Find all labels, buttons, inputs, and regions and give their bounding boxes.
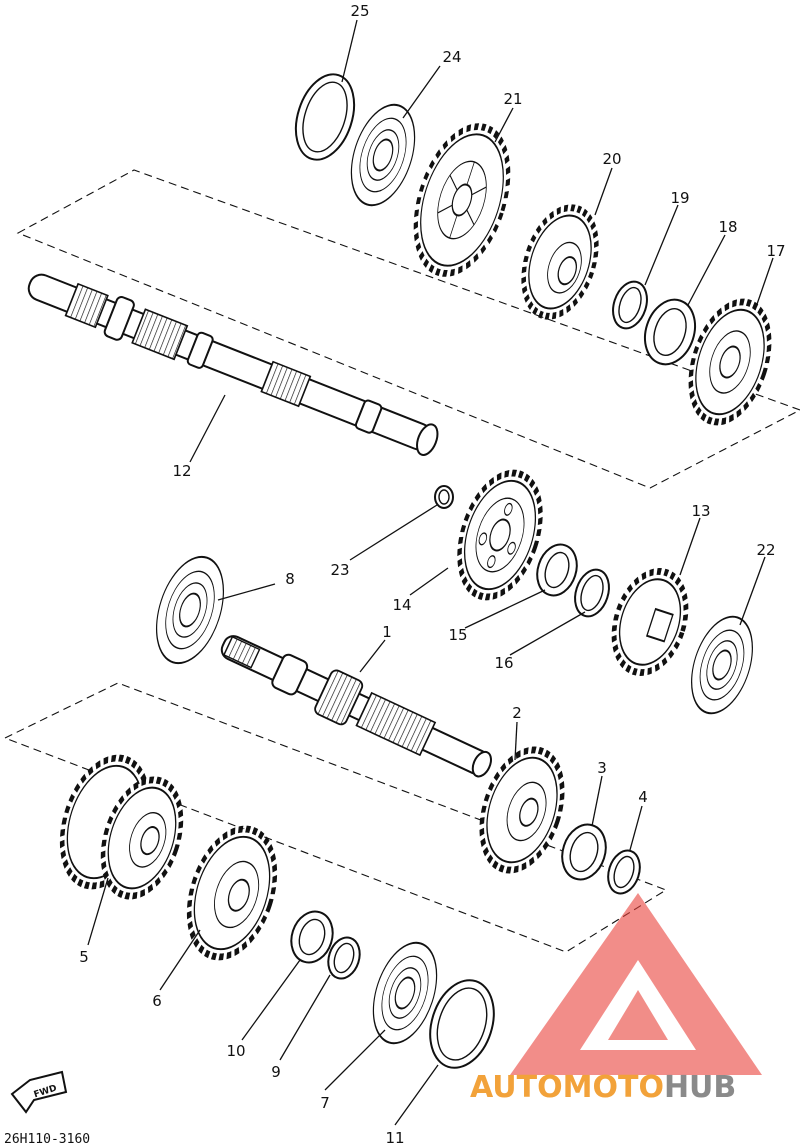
label-22: 22 [756, 541, 775, 559]
label-12: 12 [172, 462, 191, 480]
drawing-code: 26H110-3160 [4, 1132, 90, 1147]
label-18: 18 [718, 218, 737, 236]
washer-3 [561, 823, 607, 881]
label-17: 17 [766, 242, 785, 260]
circlip-16 [574, 568, 610, 618]
collar-23 [434, 485, 454, 509]
label-5: 5 [79, 948, 89, 966]
bearing-22 [691, 615, 753, 715]
label-23: 23 [330, 561, 349, 579]
circlip-9 [327, 936, 361, 980]
label-11: 11 [385, 1129, 404, 1147]
washer-15 [536, 543, 578, 597]
label-19: 19 [670, 189, 689, 207]
washer-18 [644, 298, 696, 366]
bearing-8 [155, 555, 225, 665]
label-6: 6 [152, 992, 162, 1010]
circlip-11 [429, 979, 495, 1069]
gear-21 [413, 123, 511, 277]
label-15: 15 [448, 626, 467, 644]
label-3: 3 [597, 759, 607, 777]
label-2: 2 [512, 704, 522, 722]
watermark-text: AUTOMOTOHUB [470, 1070, 736, 1105]
bearing-24 [350, 103, 416, 207]
circlip-25 [294, 73, 356, 161]
circlip-19 [612, 280, 648, 330]
label-4: 4 [638, 788, 648, 806]
gear-13 [611, 568, 689, 676]
label-21: 21 [503, 90, 522, 108]
label-24: 24 [442, 48, 461, 66]
label-13: 13 [691, 502, 710, 520]
label-25: 25 [350, 2, 369, 20]
gear-2 [479, 746, 565, 874]
label-8: 8 [285, 570, 295, 588]
front-direction-marker: FWD [10, 1070, 68, 1114]
leader-lines [87, 19, 774, 1126]
lower-assembly-outline [3, 682, 668, 953]
label-20: 20 [602, 150, 621, 168]
label-7: 7 [320, 1094, 330, 1112]
washer-10 [290, 910, 334, 964]
label-14: 14 [392, 596, 411, 614]
label-1: 1 [382, 623, 392, 641]
circlip-4 [607, 849, 641, 895]
main-axle [27, 273, 439, 456]
gear-14 [457, 469, 543, 601]
label-9: 9 [271, 1063, 281, 1081]
label-10: 10 [226, 1042, 245, 1060]
gear-20 [521, 204, 599, 320]
watermark-logo [510, 893, 762, 1075]
bearing-7 [372, 941, 438, 1045]
gear-5 [59, 754, 184, 900]
drive-axle [220, 635, 492, 778]
label-16: 16 [494, 654, 513, 672]
gear-6 [186, 825, 278, 961]
upper-assembly-outline [16, 169, 800, 489]
gear-17 [688, 298, 772, 426]
